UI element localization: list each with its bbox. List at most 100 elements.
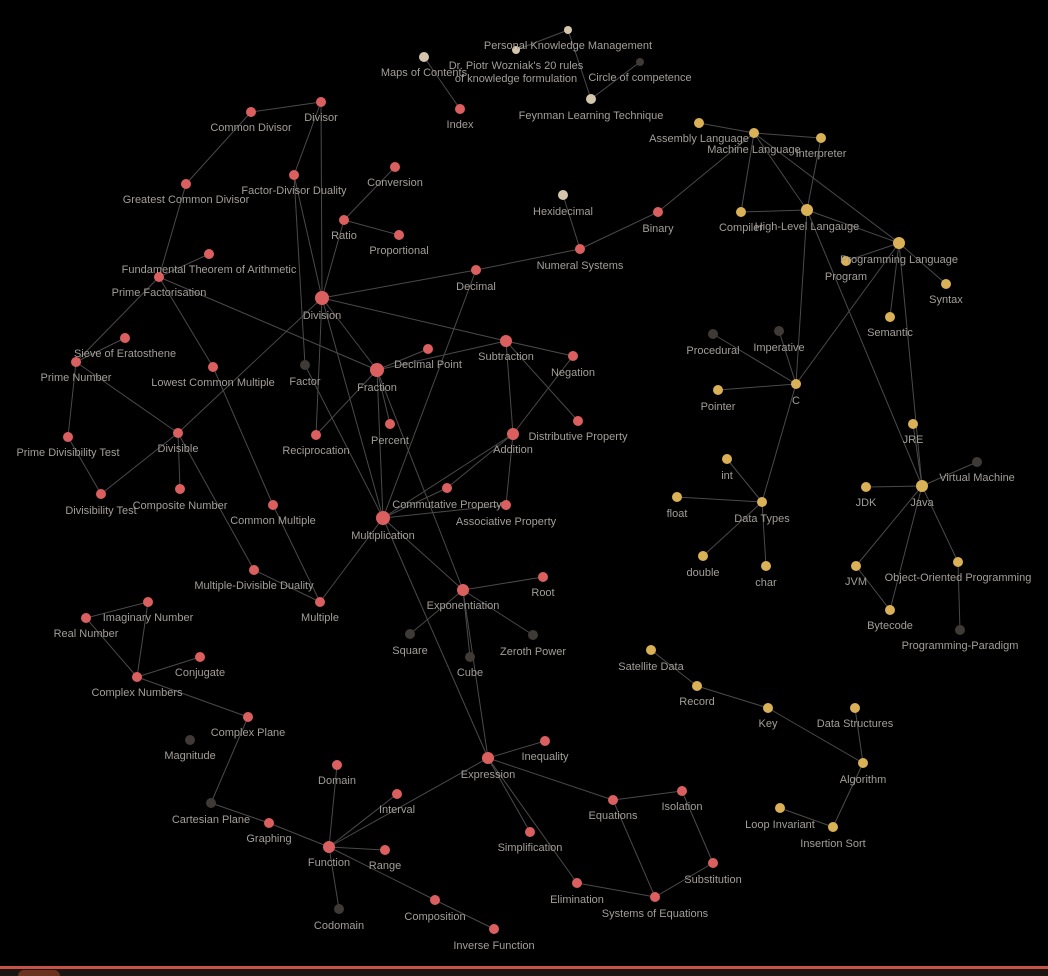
graph-node-object-oriented-programming[interactable]	[953, 557, 963, 567]
graph-node-record[interactable]	[692, 681, 702, 691]
graph-node-java[interactable]	[916, 480, 928, 492]
graph-node-ratio[interactable]	[339, 215, 349, 225]
graph-node-high-level-language[interactable]	[801, 204, 813, 216]
graph-node-proportional[interactable]	[394, 230, 404, 240]
graph-node-lowest-common-multiple[interactable]	[208, 362, 218, 372]
graph-node-expression[interactable]	[482, 752, 494, 764]
graph-node-machine-language[interactable]	[749, 128, 759, 138]
graph-node-sieve-of-eratosthene[interactable]	[120, 333, 130, 343]
graph-node-associative-property[interactable]	[501, 500, 511, 510]
graph-node-division[interactable]	[315, 291, 329, 305]
graph-node-common-divisor[interactable]	[246, 107, 256, 117]
graph-node-key[interactable]	[763, 703, 773, 713]
graph-node-divisibility-test[interactable]	[96, 489, 106, 499]
graph-node-square[interactable]	[405, 629, 415, 639]
graph-node-equations[interactable]	[608, 795, 618, 805]
graph-node-magnitude[interactable]	[185, 735, 195, 745]
graph-node-insertion-sort[interactable]	[828, 822, 838, 832]
graph-node-semantic[interactable]	[885, 312, 895, 322]
graph-node-decimal-point[interactable]	[423, 344, 433, 354]
graph-node-programming-language[interactable]	[893, 237, 905, 249]
graph-node-root[interactable]	[538, 572, 548, 582]
graph-node-jdk[interactable]	[861, 482, 871, 492]
graph-node-hexidecimal[interactable]	[558, 190, 568, 200]
graph-node-codomain[interactable]	[334, 904, 344, 914]
graph-node-commutative-property[interactable]	[442, 483, 452, 493]
graph-node-zeroth-power[interactable]	[528, 630, 538, 640]
graph-node-c[interactable]	[791, 379, 801, 389]
graph-node-elimination[interactable]	[572, 878, 582, 888]
graph-node-loop-invariant[interactable]	[775, 803, 785, 813]
graph-node-index[interactable]	[455, 104, 465, 114]
graph-node-imaginary-number[interactable]	[143, 597, 153, 607]
graph-node-isolation[interactable]	[677, 786, 687, 796]
graph-node-divisor[interactable]	[316, 97, 326, 107]
graph-node-programming-paradigm[interactable]	[955, 625, 965, 635]
graph-node-common-multiple[interactable]	[268, 500, 278, 510]
graph-node-real-number[interactable]	[81, 613, 91, 623]
graph-node-numeral-systems[interactable]	[575, 244, 585, 254]
graph-node-algorithm[interactable]	[858, 758, 868, 768]
graph-node-int[interactable]	[722, 454, 732, 464]
graph-node-pointer[interactable]	[713, 385, 723, 395]
graph-node-wozniak-20-rules[interactable]	[512, 46, 520, 54]
graph-node-factor[interactable]	[300, 360, 310, 370]
graph-node-program[interactable]	[841, 256, 851, 266]
graph-node-complex-plane[interactable]	[243, 712, 253, 722]
graph-node-prime-factorisation[interactable]	[154, 272, 164, 282]
graph-node-fundamental-theorem[interactable]	[204, 249, 214, 259]
graph-node-substitution[interactable]	[708, 858, 718, 868]
graph-node-simplification[interactable]	[525, 827, 535, 837]
graph-node-personal-knowledge-management[interactable]	[564, 26, 572, 34]
graph-node-distributive-property[interactable]	[573, 416, 583, 426]
graph-node-range[interactable]	[380, 845, 390, 855]
graph-node-imperative[interactable]	[774, 326, 784, 336]
graph-node-exponentiation[interactable]	[457, 584, 469, 596]
graph-node-conversion[interactable]	[390, 162, 400, 172]
graph-node-composition[interactable]	[430, 895, 440, 905]
graph-node-double[interactable]	[698, 551, 708, 561]
graph-node-prime-divisibility-test[interactable]	[63, 432, 73, 442]
graph-node-inequality[interactable]	[540, 736, 550, 746]
graph-node-bytecode[interactable]	[885, 605, 895, 615]
graph-node-jvm[interactable]	[851, 561, 861, 571]
graph-node-reciprocation[interactable]	[311, 430, 321, 440]
graph-node-data-structures[interactable]	[850, 703, 860, 713]
graph-node-multiplication[interactable]	[376, 511, 390, 525]
graph-node-compiler[interactable]	[736, 207, 746, 217]
graph-node-maps-of-contents[interactable]	[419, 52, 429, 62]
graph-node-jre[interactable]	[908, 419, 918, 429]
graph-node-greatest-common-divisor[interactable]	[181, 179, 191, 189]
graph-node-inverse-function[interactable]	[489, 924, 499, 934]
graph-node-multiple[interactable]	[315, 597, 325, 607]
graph-node-virtual-machine[interactable]	[972, 457, 982, 467]
graph-node-interpreter[interactable]	[816, 133, 826, 143]
graph-node-divisible[interactable]	[173, 428, 183, 438]
graph-node-function[interactable]	[323, 841, 335, 853]
graph-node-systems-of-equations[interactable]	[650, 892, 660, 902]
graph-node-domain[interactable]	[332, 760, 342, 770]
graph-node-fraction[interactable]	[370, 363, 384, 377]
graph-node-composite-number[interactable]	[175, 484, 185, 494]
graph-node-prime-number[interactable]	[71, 357, 81, 367]
graph-node-satellite-data[interactable]	[646, 645, 656, 655]
graph-node-assembly-language[interactable]	[694, 118, 704, 128]
graph-node-conjugate[interactable]	[195, 652, 205, 662]
graph-node-percent[interactable]	[385, 419, 395, 429]
graph-node-binary[interactable]	[653, 207, 663, 217]
graph-node-negation[interactable]	[568, 351, 578, 361]
graph-node-addition[interactable]	[507, 428, 519, 440]
graph-node-float[interactable]	[672, 492, 682, 502]
graph-node-interval[interactable]	[392, 789, 402, 799]
graph-node-syntax[interactable]	[941, 279, 951, 289]
graph-node-char[interactable]	[761, 561, 771, 571]
graph-node-multiple-divisible-duality[interactable]	[249, 565, 259, 575]
graph-node-cartesian-plane[interactable]	[206, 798, 216, 808]
graph-node-factor-divisor-duality[interactable]	[289, 170, 299, 180]
graph-node-decimal[interactable]	[471, 265, 481, 275]
graph-node-graphing[interactable]	[264, 818, 274, 828]
graph-node-complex-numbers[interactable]	[132, 672, 142, 682]
graph-node-data-types[interactable]	[757, 497, 767, 507]
